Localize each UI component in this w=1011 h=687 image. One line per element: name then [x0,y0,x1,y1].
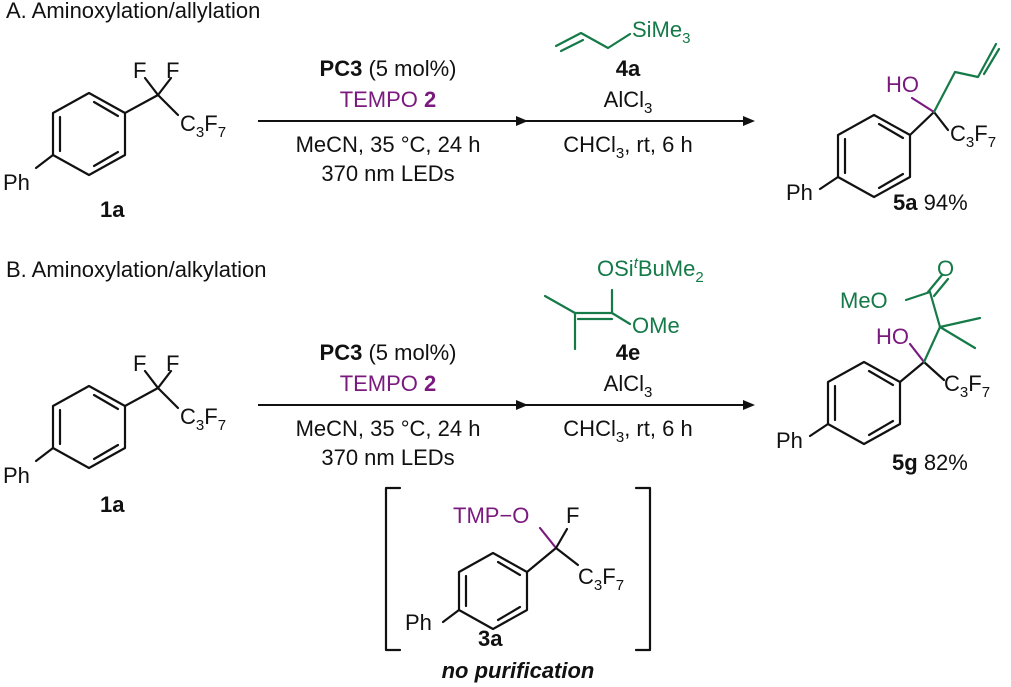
product-5a: HO C3F7 Ph 5a 94% [786,42,1001,215]
svg-text:OMe: OMe [632,313,680,338]
svg-text:370 nm LEDs: 370 nm LEDs [321,445,454,470]
section-b-title: B. Aminoxylation/alkylation [6,257,266,282]
svg-text:F: F [166,58,179,83]
starting-material-1a-a: F F C3F7 Ph 1a [3,58,226,222]
compound-label-1a: 1a [100,197,125,222]
silyl-ketene-acetal-4e: OSitBuMe2 OMe [543,255,704,351]
svg-text:5g 82%: 5g 82% [892,450,968,475]
svg-text:AlCl3: AlCl3 [604,87,653,117]
allylsilane-4a: SiMe3 [554,17,690,53]
compound-label-4e: 4e [616,340,640,365]
svg-text:C3F7: C3F7 [180,404,226,434]
svg-text:C3F7: C3F7 [578,564,624,594]
svg-text:TEMPO 2: TEMPO 2 [340,87,437,112]
svg-text:F: F [166,351,179,376]
right-bracket [634,486,652,652]
step2-conditions-a: SiMe3 4a AlCl3 CHCl3, rt, 6 h [554,17,693,162]
compound-label-4a: 4a [616,56,641,81]
step2-conditions-b: OSitBuMe2 OMe 4e AlCl3 CHCl3, rt, 6 h [543,255,704,446]
svg-text:MeCN, 35 °C, 24 h: MeCN, 35 °C, 24 h [296,132,481,157]
svg-text:TEMPO 2: TEMPO 2 [340,371,437,396]
svg-text:HO: HO [886,72,919,97]
arrowhead [743,116,755,126]
compound-label-3a: 3a [478,626,503,651]
svg-text:F: F [133,58,146,83]
phenyl-label: Ph [3,170,30,195]
svg-text:AlCl3: AlCl3 [604,371,653,401]
svg-text:C3F7: C3F7 [180,111,226,141]
step1-conditions-b: PC3 (5 mol%) TEMPO 2 MeCN, 35 °C, 24 h 3… [296,340,481,470]
starting-material-1a-b: F F C3F7 Ph 1a [3,351,226,517]
svg-text:370 nm LEDs: 370 nm LEDs [321,161,454,186]
svg-text:HO: HO [876,324,909,349]
svg-text:Ph: Ph [786,180,813,205]
phenyl-label: Ph [3,463,30,488]
svg-text:C3F7: C3F7 [944,371,990,401]
compound-label-1a-b: 1a [100,492,125,517]
svg-text:O: O [937,256,954,281]
svg-text:CHCl3, rt, 6 h: CHCl3, rt, 6 h [563,416,692,446]
step1-conditions-a: PC3 (5 mol%) TEMPO 2 MeCN, 35 °C, 24 h 3… [296,56,481,186]
arrowhead [516,116,528,126]
product-5g: O MeO HO C3F7 Ph 5g 82% [776,256,990,475]
left-bracket [384,486,402,652]
svg-text:F: F [566,503,579,528]
svg-text:OSitBuMe2: OSitBuMe2 [597,255,704,286]
no-purification-note: no purification [442,658,595,683]
svg-text:PC3 (5 mol%): PC3 (5 mol%) [320,340,457,365]
svg-text:Ph: Ph [405,610,432,635]
svg-text:CHCl3, rt, 6 h: CHCl3, rt, 6 h [563,132,692,162]
intermediate-3a: TMP−O F C3F7 Ph 3a no purification [384,486,652,683]
svg-text:PC3 (5 mol%): PC3 (5 mol%) [320,56,457,81]
svg-text:MeO: MeO [840,288,888,313]
arrowhead [516,400,528,410]
section-a-title: A. Aminoxylation/allylation [6,0,260,23]
svg-text:SiMe3: SiMe3 [632,17,690,47]
svg-text:5a 94%: 5a 94% [893,190,968,215]
arrowhead [743,400,755,410]
svg-text:C3F7: C3F7 [950,121,996,151]
svg-text:F: F [133,351,146,376]
svg-text:TMP−O: TMP−O [453,503,529,528]
svg-text:Ph: Ph [776,428,803,453]
svg-text:MeCN, 35 °C, 24 h: MeCN, 35 °C, 24 h [296,416,481,441]
